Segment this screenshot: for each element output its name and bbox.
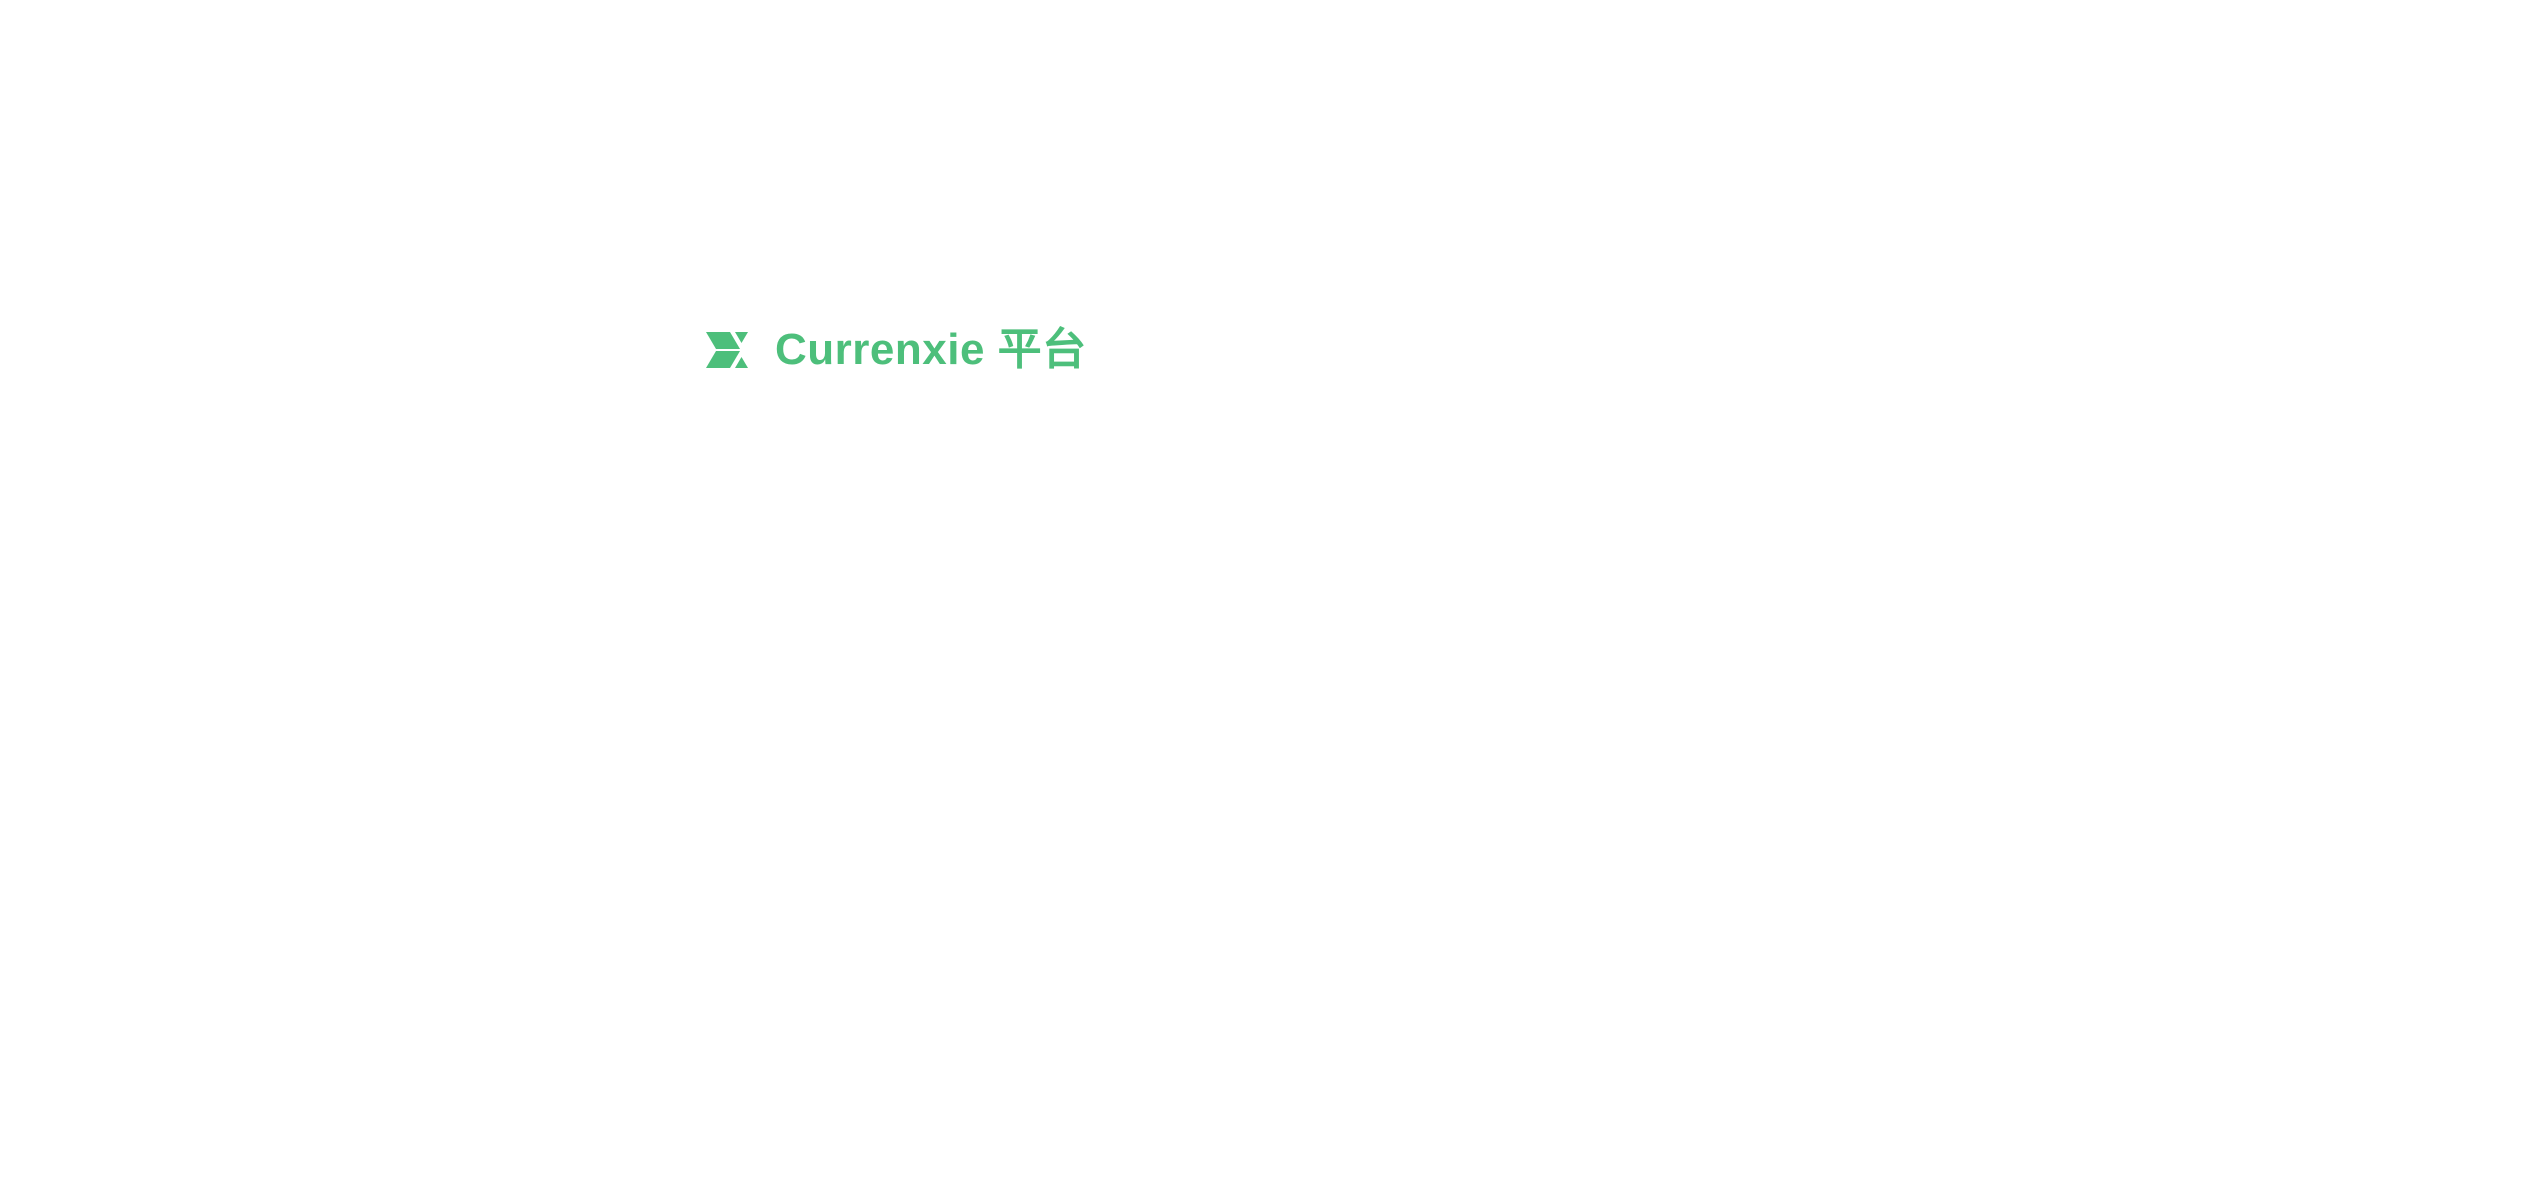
brand-name: Currenxie 平台 bbox=[775, 325, 1087, 374]
currenxie-logo-icon bbox=[706, 332, 748, 368]
brand-logo[interactable]: Currenxie 平台 bbox=[706, 326, 1087, 374]
